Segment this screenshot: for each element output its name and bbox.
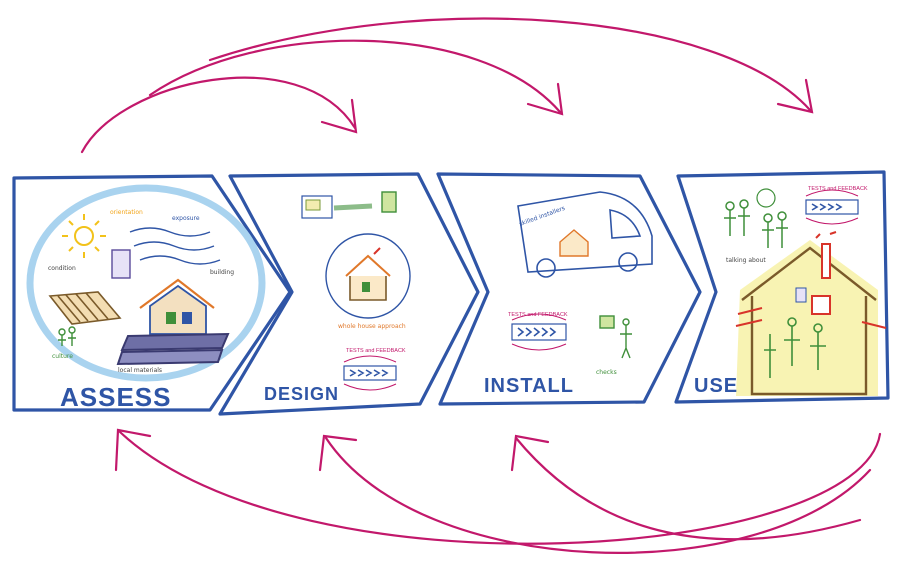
feedback-arrows: [114, 428, 882, 554]
svg-text:local materials: local materials: [118, 367, 162, 374]
arrow-head: [510, 434, 550, 472]
arrow-head: [114, 428, 152, 472]
speech-bubble-icon: [756, 188, 776, 208]
arrow-assess-to-design: [80, 76, 357, 154]
arrow-head: [776, 78, 814, 114]
arrow-green: [333, 203, 373, 211]
test-loop-icon: [343, 355, 397, 391]
svg-text:talking about: talking about: [726, 257, 766, 264]
ground-layers: [116, 332, 230, 366]
people-icon: [58, 326, 76, 346]
assess-sketch: orientation exposure condition building …: [26, 184, 266, 412]
svg-text:skilled installers: skilled installers: [518, 205, 566, 228]
forward-arrows: [80, 17, 814, 154]
tests-feedback-note: TESTS and FEEDBACK: [808, 186, 868, 192]
van-icon: [517, 191, 653, 278]
design-halo: [325, 233, 411, 319]
house-icon: [741, 246, 877, 396]
house-icon: [139, 278, 215, 335]
svg-text:culture: culture: [52, 353, 73, 360]
arrow-head: [318, 434, 358, 472]
panel-use: [674, 170, 890, 404]
house-icon: [345, 247, 391, 301]
arrow-head: [320, 98, 358, 134]
sun-icon: [62, 214, 106, 258]
wind-icon: [129, 227, 221, 265]
svg-text:condition: condition: [48, 265, 76, 272]
assess-halo: [26, 184, 266, 382]
heating-icon: [735, 231, 887, 329]
stage-label-assess: ASSESS: [60, 382, 172, 412]
window-icon: [111, 249, 131, 279]
stage-panels: [12, 170, 890, 416]
svg-text:checks: checks: [596, 369, 617, 376]
stage-label-install: INSTALL: [484, 375, 574, 397]
people-icon: [599, 315, 632, 359]
arrow-assess-to-install: [148, 39, 562, 114]
test-loop-icon: [511, 313, 567, 351]
product-icon: [381, 191, 397, 213]
arrow-use-to-design: [324, 436, 872, 554]
highlight-wash: [736, 240, 878, 396]
people-icon: [764, 317, 826, 378]
arrow-use-to-assess: [118, 430, 882, 545]
svg-text:exposure: exposure: [172, 215, 200, 222]
people-icon: [724, 199, 788, 248]
panel-design: [218, 172, 480, 416]
panel-install: [436, 172, 702, 406]
house-icon: [559, 229, 589, 257]
stage-label-design: DESIGN: [264, 384, 339, 404]
use-sketch: talking about TESTS and FEEDBACK USE: [694, 186, 887, 397]
stage-label-use: USE: [694, 375, 738, 397]
greenhouse-icon: [48, 291, 122, 325]
svg-text:orientation: orientation: [110, 209, 143, 216]
arrow-head: [526, 82, 564, 116]
arrow-use-to-install: [514, 436, 862, 541]
install-sketch: skilled installers TESTS and FEEDBACK ch…: [484, 191, 653, 397]
panel-assess: [12, 174, 292, 412]
test-loop-icon: [805, 189, 859, 225]
svg-text:building: building: [210, 269, 234, 276]
tests-feedback-note: TESTS and FEEDBACK: [508, 312, 568, 318]
design-sketch: whole house approach TESTS and FEEDBACK …: [264, 191, 411, 404]
tests-feedback-note: TESTS and FEEDBACK: [346, 348, 406, 354]
arrow-design-to-use: [208, 17, 812, 112]
svg-text:whole house approach: whole house approach: [338, 323, 406, 330]
